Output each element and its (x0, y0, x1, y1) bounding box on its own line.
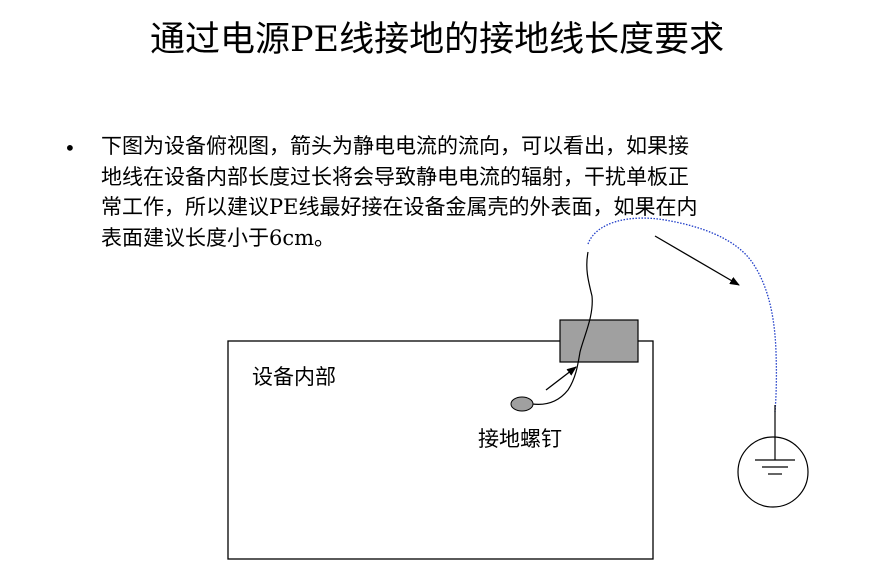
arrow-icon (654, 235, 740, 286)
device-interior-label: 设备内部 (252, 365, 336, 389)
grounding-screw (510, 396, 534, 412)
external-pe-wire (587, 217, 778, 413)
bullet-line-4: 表面建议长度小于6cm。 (101, 225, 336, 250)
bullet-marker: • (64, 136, 76, 160)
bullet-line-1: 下图为设备俯视图，箭头为静电电流的流向，可以看出，如果接 (101, 134, 689, 158)
grounding-screw-label: 接地螺钉 (478, 427, 562, 451)
internal-ground-wire (531, 251, 593, 405)
page-title: 通过电源PE线接地的接地线长度要求 (150, 20, 725, 60)
arrow-icon (545, 366, 577, 391)
ground-symbol-icon (737, 405, 809, 508)
bullet-line-2: 地线在设备内部长度过长将会导致静电电流的辐射，干扰单板正 (101, 164, 689, 189)
device-enclosure (227, 340, 654, 560)
bullet-line-3: 常工作，所以建议PE线最好接在设备金属壳的外表面，如果在内 (101, 195, 698, 219)
bullet-paragraph: 下图为设备俯视图，箭头为静电电流的流向，可以看出，如果接 地线在设备内部长度过长… (101, 131, 816, 253)
pe-connector-block (559, 319, 639, 363)
